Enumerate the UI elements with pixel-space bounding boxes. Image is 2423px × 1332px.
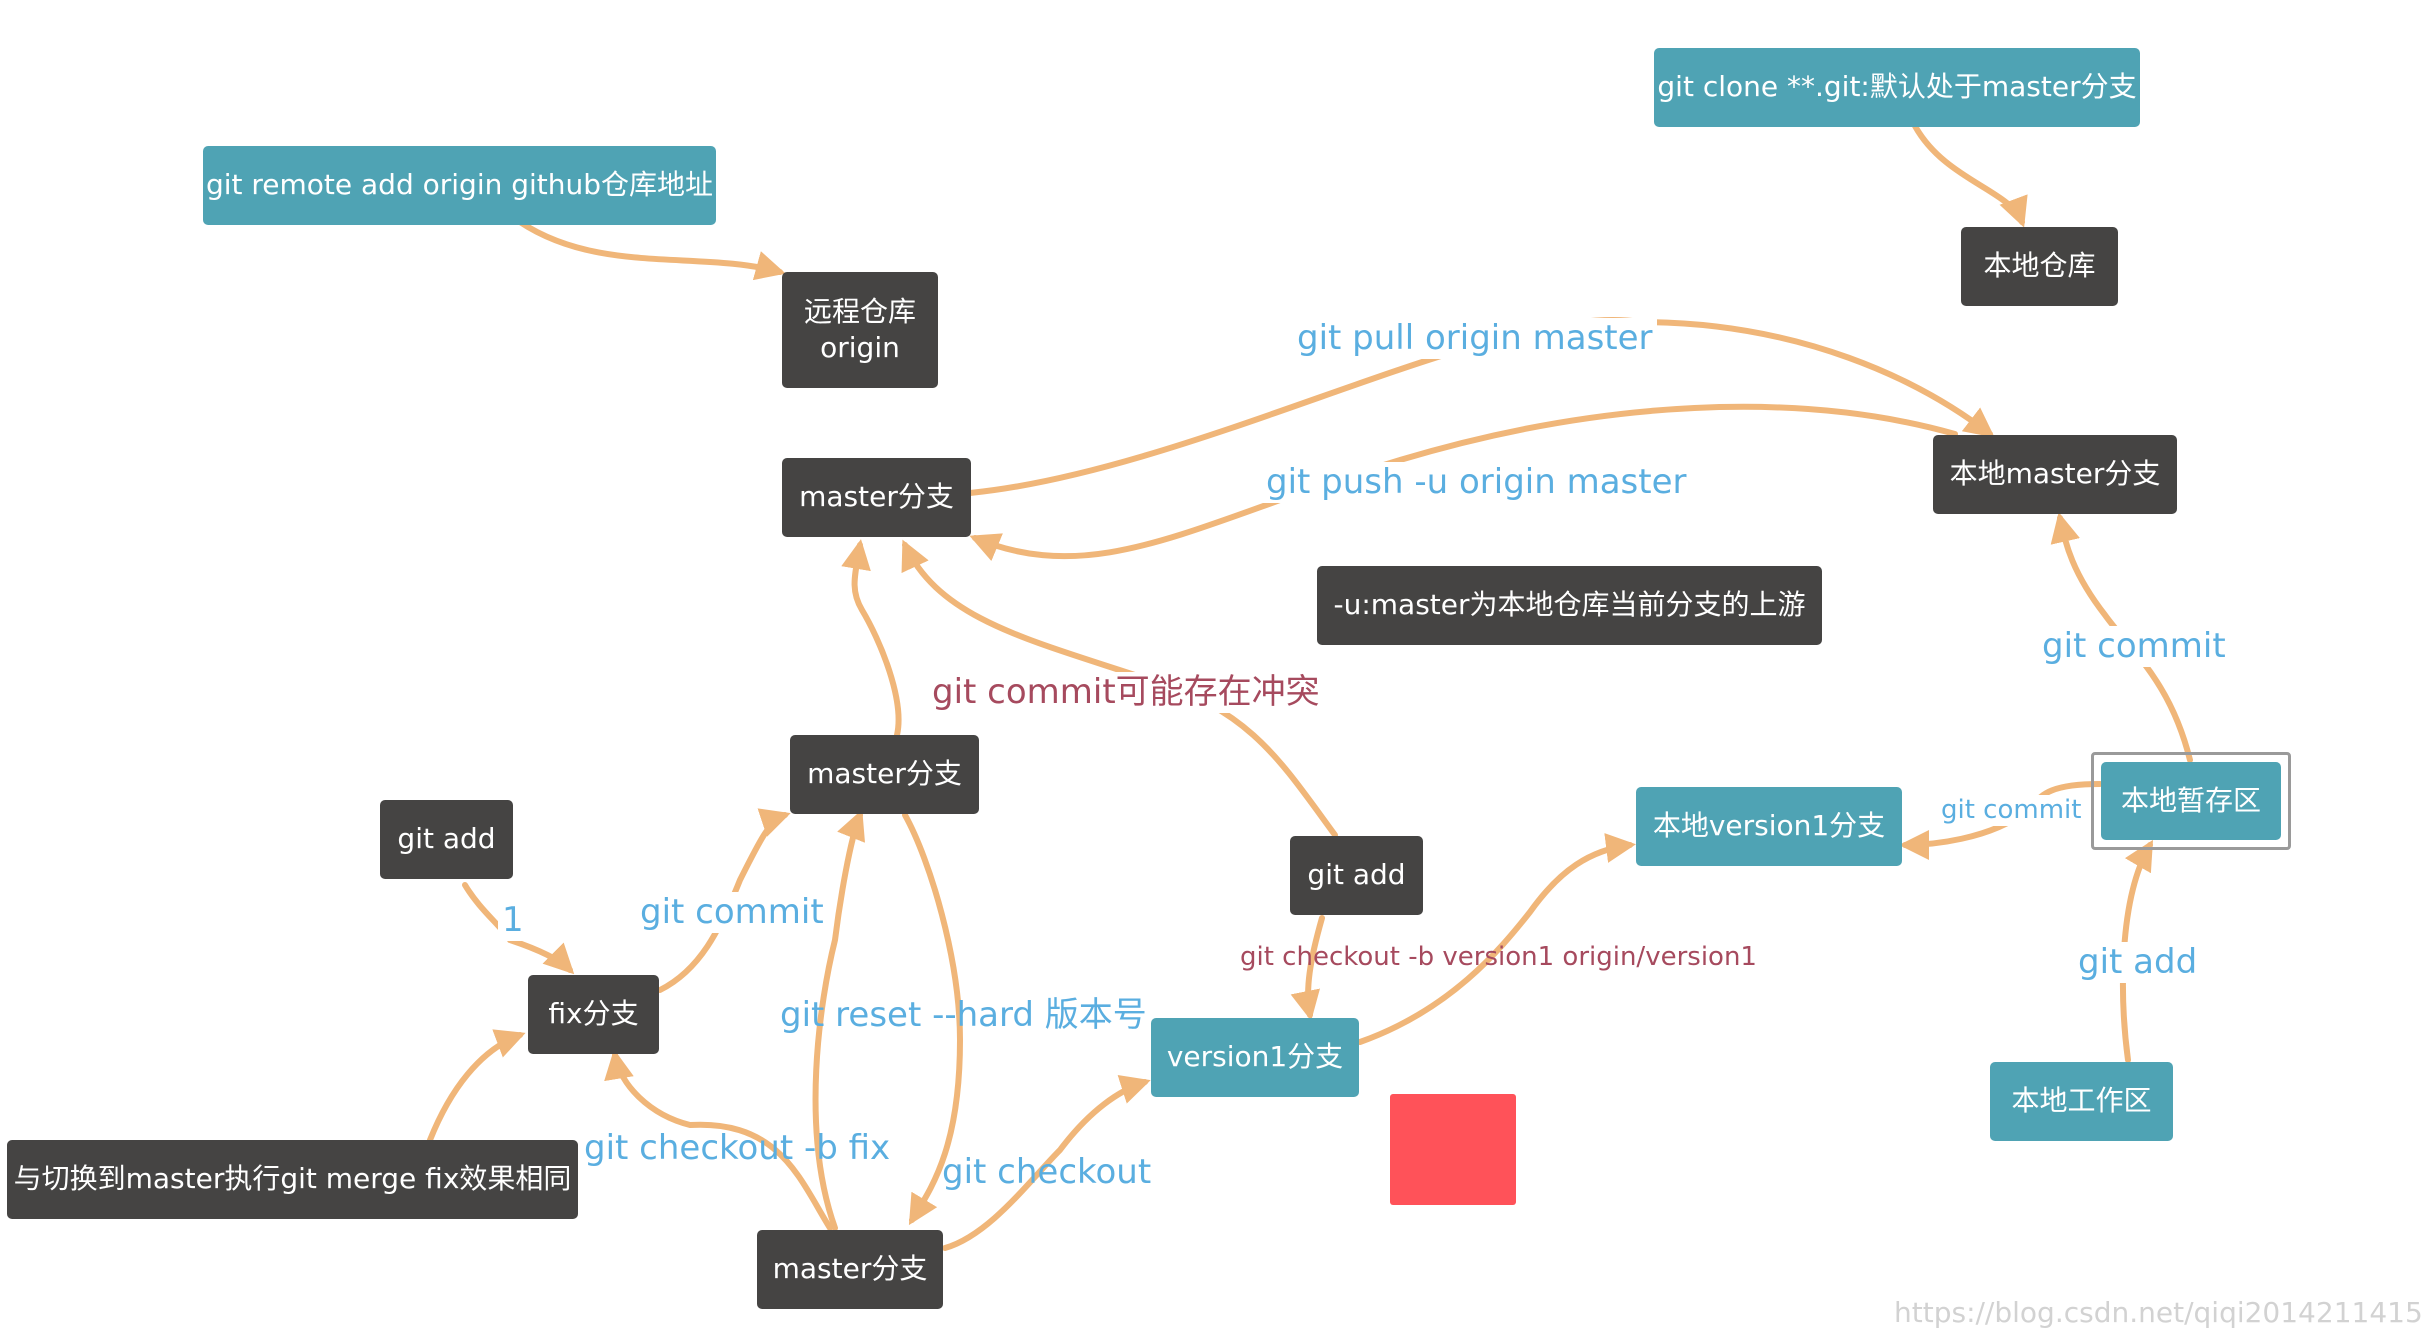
label-one: 1 <box>498 900 528 941</box>
node-master-top[interactable]: master分支 <box>782 458 971 537</box>
node-local-repo-text: 本地仓库 <box>1983 249 2096 283</box>
label-git-pull: git pull origin master <box>1293 318 1657 359</box>
node-remote-repo[interactable]: 远程仓库 origin <box>782 272 938 388</box>
node-master-bottom[interactable]: master分支 <box>757 1230 943 1309</box>
node-local-staging[interactable]: 本地暂存区 <box>2101 762 2281 840</box>
edge-merge-note-to-fix <box>427 1029 526 1143</box>
edge-git-add-mid-to-version1 <box>1290 915 1325 1021</box>
selection-frame <box>2091 752 2291 850</box>
label-git-reset-hard: git reset --hard 版本号 <box>780 995 1147 1035</box>
node-local-version1[interactable]: 本地version1分支 <box>1636 787 1902 866</box>
edge-push <box>969 403 1958 562</box>
node-git-add-left[interactable]: git add <box>380 800 513 879</box>
node-remote-repo-line1: 远程仓库 <box>803 294 916 328</box>
label-git-push: git push -u origin master <box>1262 462 1691 503</box>
node-merge-note[interactable]: 与切换到master执行git merge fix效果相同 <box>7 1140 578 1219</box>
node-local-master-text: 本地master分支 <box>1949 457 2161 491</box>
node-local-master[interactable]: 本地master分支 <box>1933 435 2177 514</box>
edge-remote-add-to-remote-repo <box>517 219 786 281</box>
edge-master-bottom-to-fix <box>604 1049 833 1231</box>
node-fix-branch-text: fix分支 <box>548 997 639 1031</box>
node-master-bottom-text: master分支 <box>772 1252 928 1286</box>
label-git-commit-right: git commit <box>2038 626 2230 667</box>
node-git-remote-add[interactable]: git remote add origin github仓库地址 <box>203 146 716 225</box>
node-git-add-left-text: git add <box>397 822 496 856</box>
edge-master-bottom-to-master-mid <box>812 809 866 1231</box>
node-master-top-text: master分支 <box>799 480 954 514</box>
node-local-workdir-text: 本地工作区 <box>2011 1084 2152 1118</box>
node-remote-repo-line2: origin <box>820 331 900 364</box>
edges-layer <box>427 123 2193 1251</box>
node-local-workdir[interactable]: 本地工作区 <box>1990 1062 2173 1141</box>
edge-fix-to-master-mid <box>657 808 791 993</box>
node-merge-note-text: 与切换到master执行git merge fix效果相同 <box>13 1162 572 1196</box>
node-master-mid[interactable]: master分支 <box>790 735 979 814</box>
edge-master-mid-to-master-bottom <box>902 812 964 1226</box>
node-fix-branch[interactable]: fix分支 <box>528 975 659 1054</box>
label-git-commit-fix: git commit <box>636 892 828 933</box>
node-git-add-mid[interactable]: git add <box>1290 836 1423 915</box>
edge-staging-to-local-master <box>2050 512 2193 763</box>
node-local-staging-text: 本地暂存区 <box>2120 783 2261 817</box>
node-git-add-mid-text: git add <box>1307 858 1406 892</box>
node-git-clone-text: git clone **.git:默认处于master分支 <box>1657 70 2137 104</box>
label-checkout-b-fix: git checkout -b fix <box>584 1128 891 1168</box>
watermark: https://blog.csdn.net/qiqi2014211415 <box>1894 1296 2423 1329</box>
label-git-checkout: git checkout <box>942 1152 1152 1192</box>
label-git-commit-small: git commit <box>1937 795 2086 827</box>
label-git-commit-conflict: git commit可能存在冲突 <box>928 672 1324 713</box>
edge-master-mid-to-master-top <box>841 539 902 738</box>
edge-clone-to-local-repo <box>1912 123 2028 228</box>
edge-version1-to-local-version1 <box>1357 833 1636 1045</box>
node-upstream-note-text: -u:master为本地仓库当前分支的上游 <box>1333 588 1806 622</box>
label-git-add-right: git add <box>2074 942 2202 983</box>
node-local-version1-text: 本地version1分支 <box>1652 809 1886 843</box>
node-upstream-note[interactable]: -u:master为本地仓库当前分支的上游 <box>1317 566 1822 645</box>
node-local-repo[interactable]: 本地仓库 <box>1961 227 2118 306</box>
node-version1-branch[interactable]: version1分支 <box>1151 1018 1359 1097</box>
node-git-clone[interactable]: git clone **.git:默认处于master分支 <box>1654 48 2140 127</box>
node-git-remote-add-text: git remote add origin github仓库地址 <box>205 168 714 202</box>
node-version1-branch-text: version1分支 <box>1166 1040 1344 1074</box>
node-master-mid-text: master分支 <box>807 757 962 791</box>
red-square[interactable] <box>1390 1094 1516 1205</box>
edge-master-bottom-to-version1 <box>942 1075 1151 1251</box>
label-checkout-b-version1: git checkout -b version1 origin/version1 <box>1240 942 1757 972</box>
